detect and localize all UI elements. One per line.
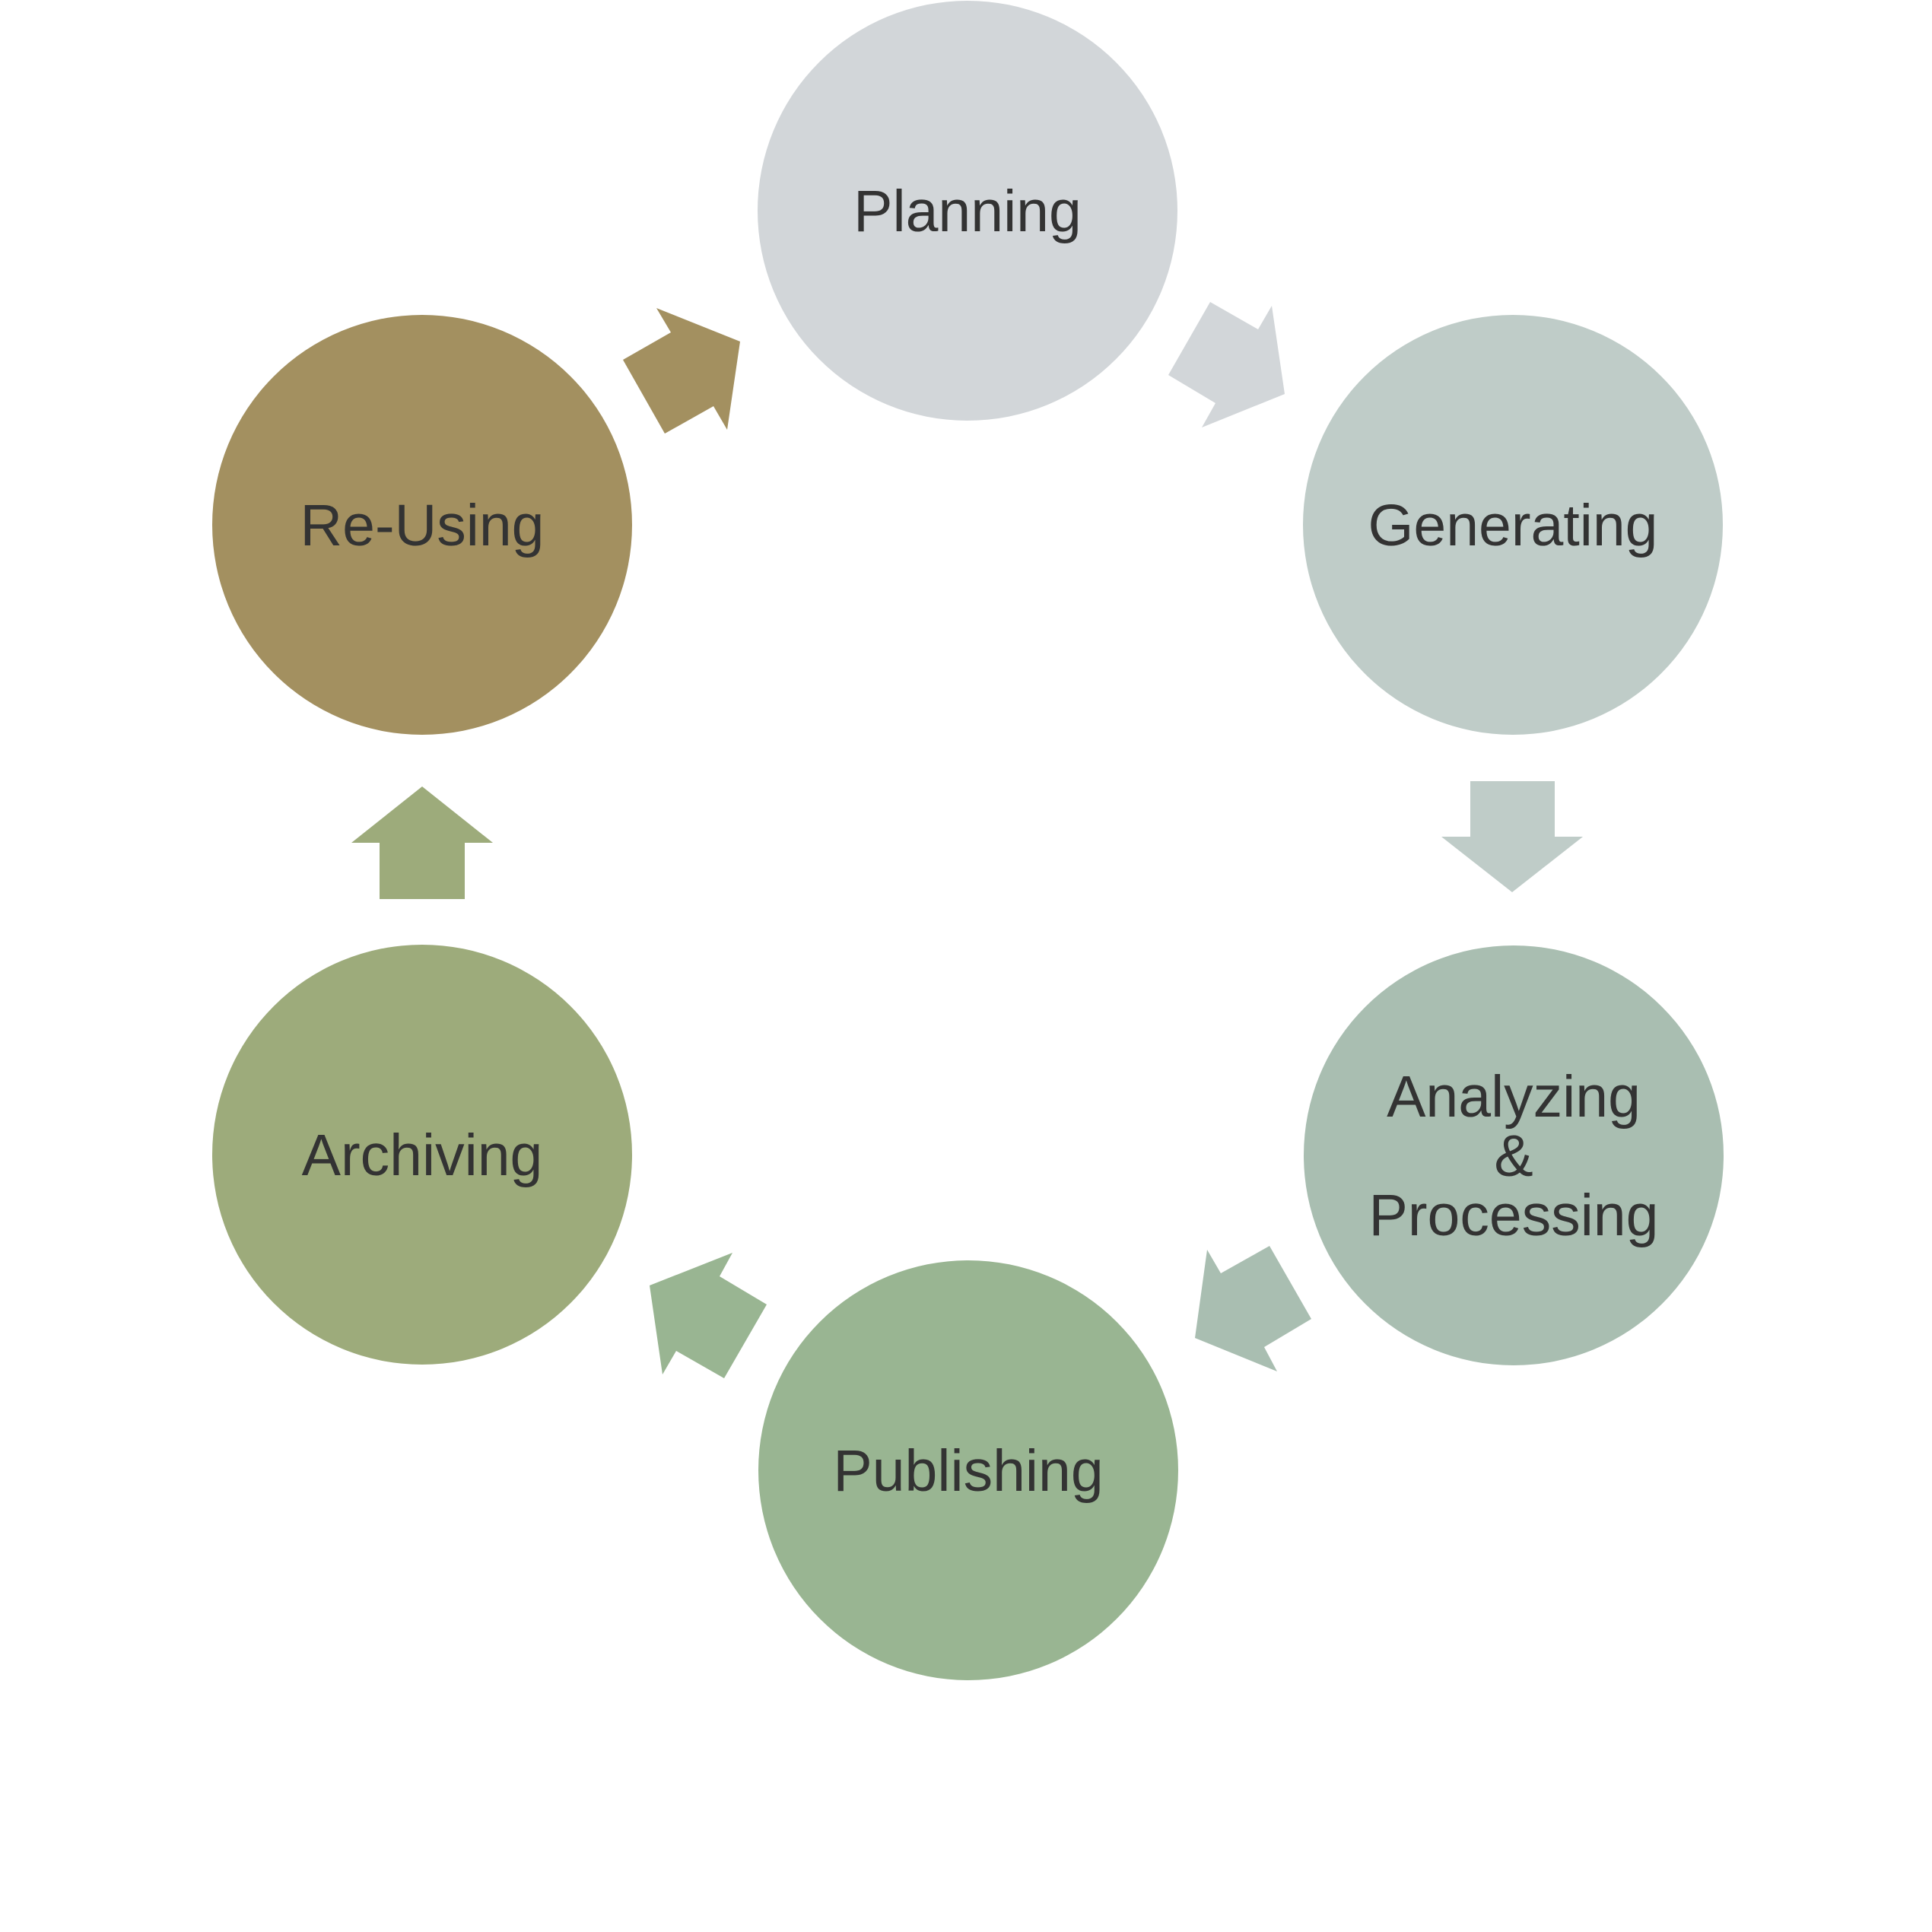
stage-generating: Generating — [1303, 315, 1723, 735]
stage-label: Generating — [1368, 493, 1658, 558]
arrow-analyzing-to-publishing-icon — [1195, 1246, 1311, 1371]
stage-circle — [758, 1260, 1178, 1680]
arrow-archiving-to-reusing-icon — [351, 786, 493, 899]
arrow-planning-to-generating-icon — [1168, 302, 1285, 427]
stage-label: Publishing — [833, 1438, 1103, 1504]
stage-circle — [212, 945, 632, 1365]
stages: PlanningGeneratingAnalyzing&ProcessingPu… — [212, 1, 1724, 1680]
stage-circle — [1304, 945, 1724, 1365]
stage-label: Re-Using — [300, 493, 545, 558]
stage-label: Planning — [853, 179, 1082, 244]
stage-publishing: Publishing — [758, 1260, 1178, 1680]
stage-analyzing: Analyzing&Processing — [1304, 945, 1724, 1365]
stage-circle — [212, 315, 632, 735]
arrow-reusing-to-planning-icon — [623, 308, 740, 434]
stage-planning: Planning — [758, 1, 1177, 421]
arrows — [351, 302, 1583, 1378]
stage-circle — [1303, 315, 1723, 735]
stage-archiving: Archiving — [212, 945, 632, 1365]
stage-label: Archiving — [302, 1123, 543, 1188]
arrow-publishing-to-archiving-icon — [650, 1253, 767, 1378]
stage-label: & — [1494, 1123, 1533, 1189]
stage-label: Analyzing — [1387, 1064, 1641, 1130]
stage-circle — [758, 1, 1177, 421]
arrow-generating-to-analyzing-icon — [1441, 781, 1583, 892]
stage-reusing: Re-Using — [212, 315, 632, 735]
stage-label: Processing — [1369, 1183, 1659, 1248]
